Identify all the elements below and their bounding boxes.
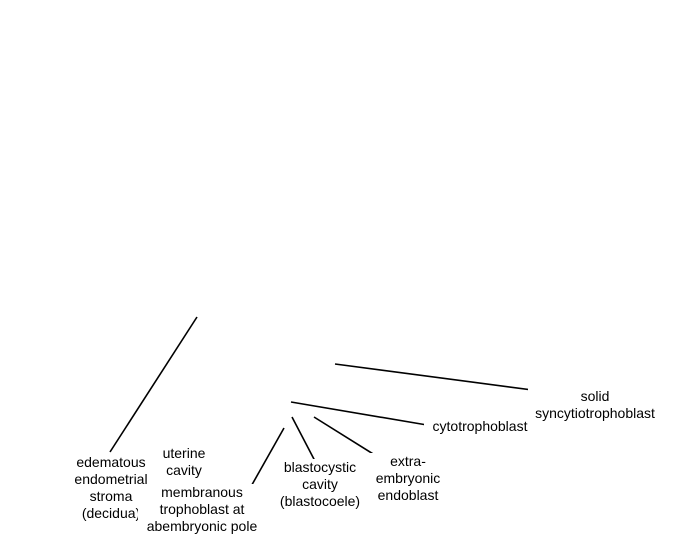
label-membranous-trophoblast: membranous trophoblast at abembryonic po… (138, 484, 266, 535)
label-extraembryonic-endoblast: extra- embryonic endoblast (368, 453, 448, 504)
leader-line-membranous-trophoblast (248, 427, 285, 491)
label-cytotrophoblast: cytotrophoblast (424, 418, 536, 435)
leader-line-blastocystic-cavity (291, 416, 317, 464)
leader-line-cytotrophoblast (290, 401, 428, 426)
label-blastocystic-cavity: blastocystic cavity (blastocoele) (270, 459, 370, 510)
leader-line-edematous-stroma (109, 316, 198, 453)
label-uterine-cavity: uterine cavity (152, 445, 216, 479)
label-solid-syncytiotrophoblast: solid syncytiotrophoblast (528, 388, 662, 422)
